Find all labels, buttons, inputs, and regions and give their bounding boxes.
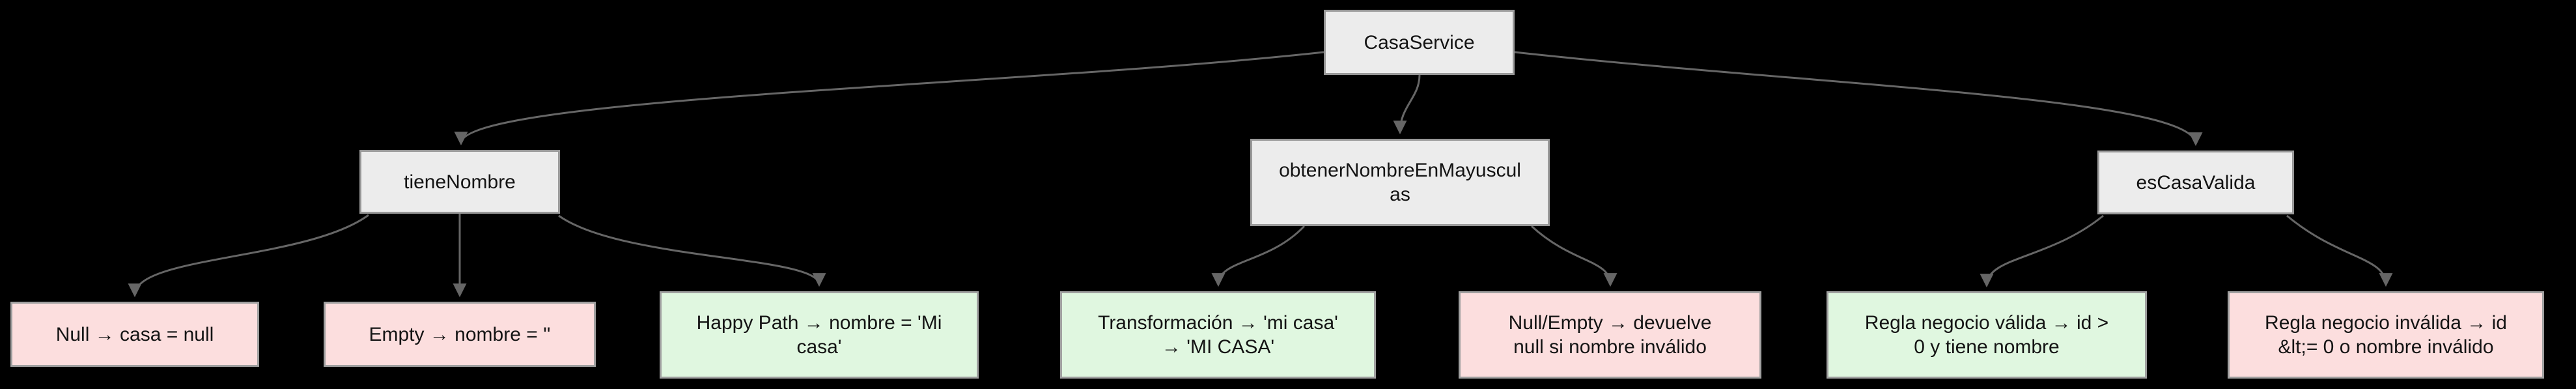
node-tienenombre: tieneNombre — [359, 150, 560, 214]
leaf-regla-valida: Regla negocio válida → id > 0 y tiene no… — [1827, 291, 2147, 379]
leaf-nullempty-devuelve-null: Null/Empty → devuelve null si nombre inv… — [1459, 291, 1761, 379]
node-casaservice: CasaService — [1324, 10, 1515, 75]
node-obtenernombreenmayusculas: obtenerNombreEnMayuscul as — [1250, 139, 1550, 226]
edge-escasavalida-invalida — [2286, 214, 2393, 287]
edge-tienenombre-happy — [558, 214, 826, 287]
edge-escasavalida-valida — [1980, 214, 2104, 288]
edge-tienenombre-null — [128, 214, 369, 298]
edge-root-tienenombre — [454, 51, 1324, 146]
leaf-null-casa-null: Null → casa = null — [10, 302, 259, 367]
leaf-happy-path: Happy Path → nombre = 'Mi casa' — [660, 291, 979, 379]
leaf-empty-nombre: Empty → nombre = '' — [324, 302, 596, 367]
edge-root-escasavalida — [1514, 51, 2203, 147]
leaf-transformacion: Transformación → 'mi casa' → 'MI CASA' — [1060, 291, 1376, 379]
edge-obtener-transform — [1211, 225, 1306, 287]
leaf-regla-invalida: Regla negocio inválida → id &lt;= 0 o no… — [2228, 291, 2544, 379]
edge-obtener-nullempty — [1530, 225, 1617, 287]
edge-root-obtenernombre — [1393, 74, 1421, 135]
node-escasavalida: esCasaValida — [2097, 151, 2294, 214]
